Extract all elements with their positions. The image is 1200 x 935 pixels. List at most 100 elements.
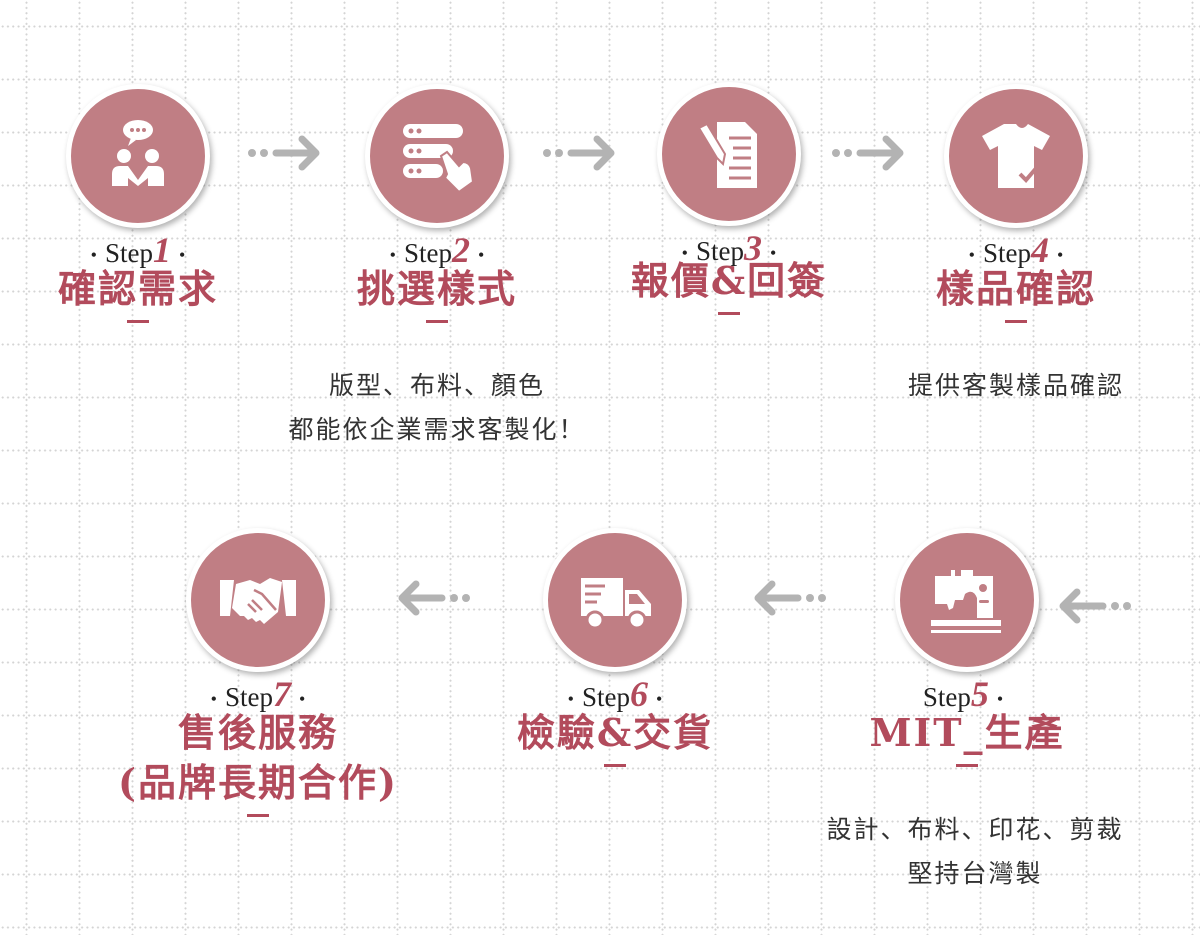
circle — [186, 528, 330, 672]
circle — [248, 149, 256, 157]
lbl: • Step2 • — [287, 229, 587, 271]
d: • — [210, 689, 217, 710]
d: • — [90, 245, 97, 266]
path — [729, 136, 751, 180]
dash — [604, 764, 626, 767]
step-4-description: 提供客製樣品確認 — [766, 364, 1200, 408]
lbl: Step5• — [817, 673, 1117, 715]
circle — [136, 128, 140, 132]
d: • — [179, 245, 186, 266]
path — [232, 578, 282, 624]
circle — [416, 128, 422, 134]
path — [856, 135, 904, 171]
d: • — [656, 689, 663, 710]
select-options-icon — [403, 124, 475, 194]
path — [1059, 588, 1107, 624]
circle — [895, 528, 1039, 672]
rect — [979, 600, 989, 603]
circle — [117, 149, 131, 163]
lbl: •Step6• — [465, 673, 765, 715]
d: • — [1057, 245, 1064, 266]
span: Step — [403, 238, 452, 268]
circle — [408, 168, 414, 174]
path — [247, 588, 277, 613]
circle — [462, 594, 470, 602]
lbl: •Step7• — [108, 673, 408, 715]
lbl: •Step3• — [579, 227, 879, 269]
circle — [1123, 602, 1131, 610]
circle — [555, 149, 563, 157]
circle — [142, 128, 146, 132]
span: 挑選樣式 — [356, 266, 517, 311]
rect — [931, 620, 1001, 626]
circle — [806, 594, 814, 602]
step-3-title: 報價&回簽 — [539, 256, 919, 315]
circle — [979, 584, 987, 592]
d: • — [996, 689, 1004, 710]
n: 6 — [630, 674, 648, 714]
circle — [416, 168, 422, 174]
step-2-title: 挑選樣式 — [247, 264, 627, 323]
circle — [416, 148, 422, 154]
rect — [403, 124, 463, 138]
span: Step — [982, 238, 1031, 268]
delivery-truck-icon — [581, 578, 651, 630]
path — [439, 150, 475, 194]
arrow-left-icon — [754, 580, 826, 616]
circle — [818, 594, 826, 602]
d: • — [389, 245, 396, 266]
tshirt-check-icon — [982, 124, 1050, 188]
path — [754, 580, 802, 616]
n: 5 — [970, 674, 989, 714]
div: 提供客製樣品確認 — [907, 371, 1124, 400]
n: 1 — [153, 230, 171, 270]
circle — [260, 149, 268, 157]
span: Step — [104, 238, 153, 268]
span: Step — [224, 682, 273, 712]
circle — [543, 149, 551, 157]
sewing-machine-icon — [931, 570, 1001, 633]
step-6-title: 檢驗&交貨 — [425, 708, 805, 767]
path — [128, 138, 136, 146]
rect — [931, 630, 1001, 633]
span: Step — [695, 236, 744, 266]
arrow-left-icon — [1059, 588, 1131, 624]
rect — [403, 144, 453, 158]
lbl: • Step1 • — [0, 229, 288, 271]
circle — [944, 84, 1088, 228]
circle — [130, 128, 134, 132]
circle — [543, 528, 687, 672]
lbl: •Step4• — [866, 229, 1166, 271]
circle — [408, 148, 414, 154]
div: 版型、布料、顏色 — [328, 371, 545, 400]
step-1-circle — [66, 84, 210, 228]
rect — [403, 164, 443, 178]
path — [398, 580, 446, 616]
arrow-left-icon — [398, 580, 470, 616]
d: • — [681, 243, 688, 264]
div: 都能依企業需求客製化！ — [288, 415, 586, 444]
conversation-icon — [112, 120, 164, 186]
step-5-title: MIT_生產 — [777, 708, 1157, 767]
span: Step — [581, 682, 630, 712]
d: • — [968, 245, 975, 266]
div: 堅持台灣製 — [907, 859, 1043, 888]
handshake-icon — [220, 578, 296, 624]
path — [629, 594, 645, 604]
span: 檢驗&交貨 — [516, 710, 714, 755]
step-4-title: 樣品確認 — [826, 264, 1200, 323]
n: 2 — [452, 230, 470, 270]
step-1-title: 確認需求 — [0, 264, 328, 323]
dash — [1005, 320, 1027, 323]
circle — [657, 82, 801, 226]
d: • — [770, 243, 777, 264]
dash — [426, 320, 448, 323]
arrow-right-icon — [832, 135, 904, 171]
step-5-description: 設計、布料、印花、剪裁堅持台灣製 — [727, 808, 1200, 896]
path — [585, 584, 605, 604]
div: 售後服務 — [177, 710, 338, 755]
circle — [408, 128, 414, 134]
n: 7 — [273, 674, 291, 714]
d: • — [478, 245, 485, 266]
step-7-title: 售後服務(品牌長期合作) — [68, 708, 448, 817]
